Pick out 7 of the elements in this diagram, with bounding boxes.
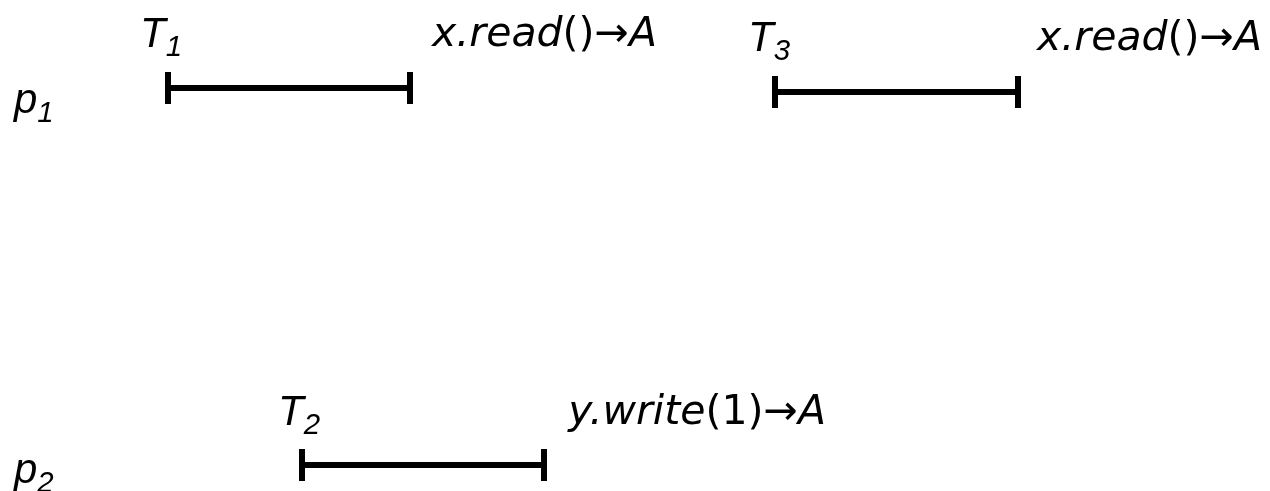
transaction-label: T$_{3}$: [748, 16, 790, 65]
operation-label: x.read()→A: [432, 12, 657, 53]
process-label: p$_{1}$: [14, 78, 54, 127]
operation-label: x.read()→A: [1037, 16, 1262, 57]
transaction-label: T$_{2}$: [278, 390, 320, 439]
operation-label: y.write(1)→A: [568, 390, 826, 431]
transaction-label: T$_{1}$: [140, 12, 182, 61]
